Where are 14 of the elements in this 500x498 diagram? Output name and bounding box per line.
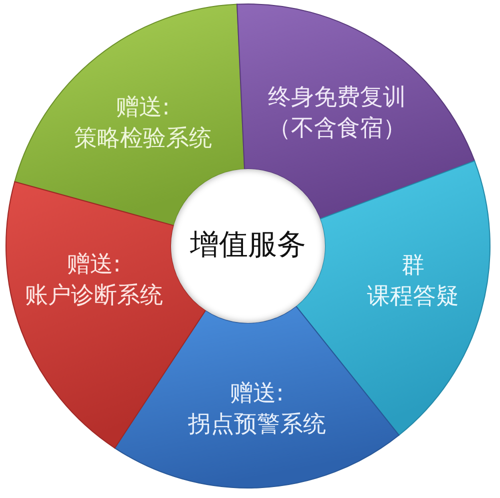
segment-label: 账户诊断系统 bbox=[25, 282, 163, 308]
segment-label: 赠送: bbox=[230, 380, 284, 406]
segment-label: 群 bbox=[402, 252, 424, 278]
segment-label: 拐点预警系统 bbox=[188, 412, 326, 438]
segment-label: 赠送: bbox=[116, 94, 170, 120]
segment-label: （不含食宿） bbox=[268, 116, 406, 142]
segment-label: 课程答疑 bbox=[367, 284, 459, 310]
segment-label: 策略检验系统 bbox=[74, 126, 212, 152]
donut-segment bbox=[114, 306, 399, 488]
segment-label: 终身免费复训 bbox=[268, 84, 406, 110]
donut-segment bbox=[237, 4, 475, 219]
segment-label: 赠送: bbox=[67, 252, 121, 278]
center-label: 增值服务 bbox=[190, 227, 306, 261]
donut-segment bbox=[14, 4, 245, 226]
